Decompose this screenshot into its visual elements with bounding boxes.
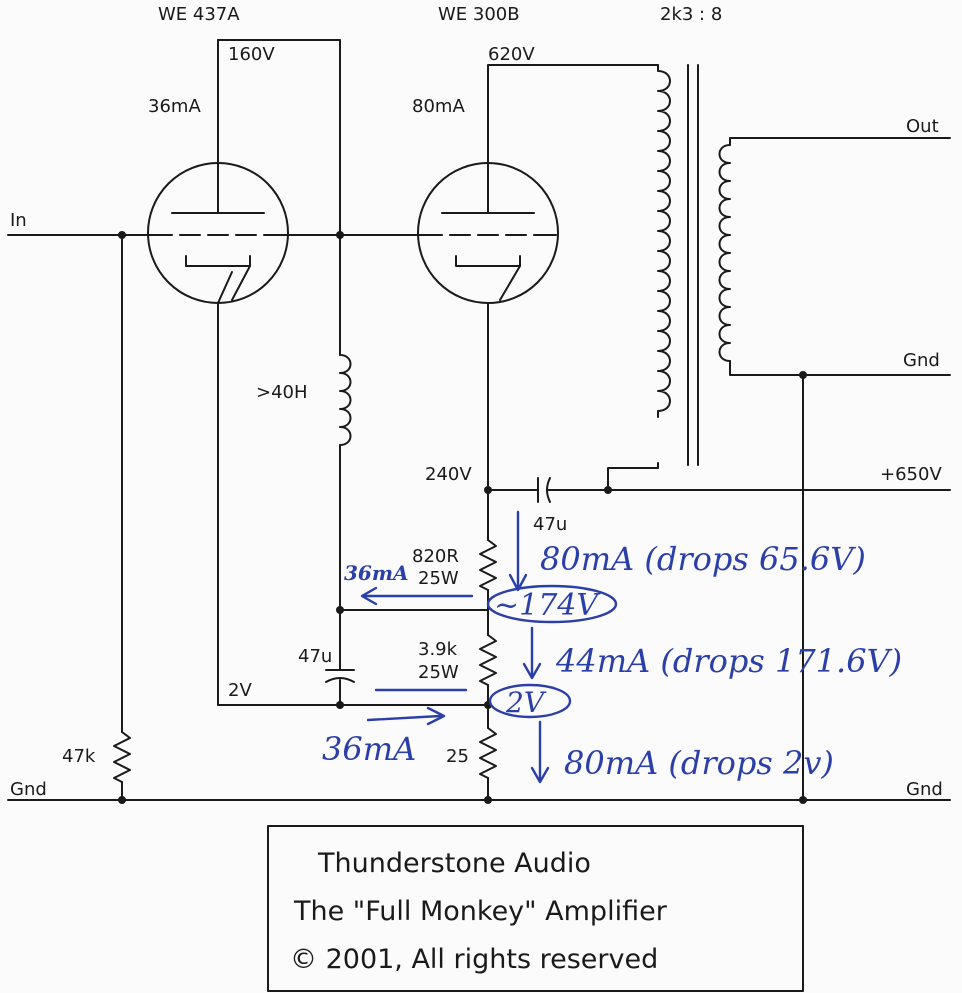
title-line-copyright: © 2001, All rights reserved bbox=[290, 944, 658, 975]
handwritten-annotations: 80mA (drops 65.6V) ~174V 36mA 44mA (drop… bbox=[322, 510, 902, 784]
bypass-cap-value: 47u bbox=[298, 646, 332, 667]
annotation-44ma-drop: 44mA (drops 171.6V) bbox=[555, 642, 902, 680]
output-plate-voltage: 620V bbox=[488, 44, 535, 65]
title-block: Thunderstone Audio The "Full Monkey" Amp… bbox=[267, 825, 804, 992]
driver-tube-type: WE 437A bbox=[158, 4, 240, 25]
title-line-company: Thunderstone Audio bbox=[317, 848, 591, 879]
annotation-36ma-upper: 36mA bbox=[344, 561, 409, 585]
cathode-voltage: 240V bbox=[425, 464, 472, 485]
output-label: Out bbox=[906, 116, 939, 137]
output-tube-type: WE 300B bbox=[438, 4, 520, 25]
annotation-174v: ~174V bbox=[494, 588, 601, 623]
supply-voltage: +650V bbox=[880, 464, 942, 485]
r2-power: 25W bbox=[418, 662, 459, 683]
r2-value: 3.9k bbox=[418, 639, 458, 660]
title-line-product: The "Full Monkey" Amplifier bbox=[293, 896, 668, 927]
coupling-cap-value: 47u bbox=[533, 514, 567, 535]
transformer-ratio: 2k3 : 8 bbox=[660, 4, 722, 25]
junction-dots bbox=[118, 231, 807, 804]
gnd-label-right: Gnd bbox=[906, 779, 943, 800]
annotation-36ma-lower: 36mA bbox=[322, 730, 416, 768]
driver-plate-voltage: 160V bbox=[228, 44, 275, 65]
grid-resistor-value: 47k bbox=[62, 746, 96, 767]
input-label: In bbox=[10, 210, 27, 231]
annotation-80ma-drop-65: 80mA (drops 65.6V) bbox=[540, 540, 866, 578]
r1-value: 820R bbox=[412, 546, 459, 567]
driver-cathode-voltage: 2V bbox=[228, 680, 252, 701]
annotation-80ma-drop-2v: 80mA (drops 2v) bbox=[564, 744, 834, 782]
r3-value: 25 bbox=[446, 746, 469, 767]
output-current: 80mA bbox=[412, 96, 465, 117]
circuit-wiring bbox=[7, 39, 951, 801]
annotation-2v: 2V bbox=[505, 686, 547, 719]
r1-power: 25W bbox=[418, 568, 459, 589]
secondary-gnd-label: Gnd bbox=[903, 350, 940, 371]
driver-current: 36mA bbox=[148, 96, 201, 117]
choke-value: >40H bbox=[256, 382, 308, 403]
printed-labels: WE 437A WE 300B 2k3 : 8 160V 620V 36mA 8… bbox=[10, 4, 943, 800]
gnd-label-left: Gnd bbox=[10, 779, 47, 800]
output-tube bbox=[417, 162, 559, 304]
